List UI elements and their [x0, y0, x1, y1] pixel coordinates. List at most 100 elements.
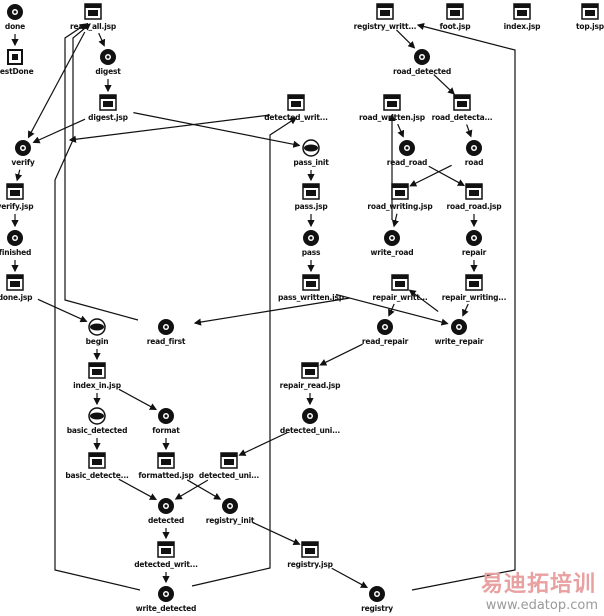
jsp-page-icon[interactable]: [446, 3, 464, 20]
action-icon[interactable]: [100, 49, 116, 65]
node-label: digest: [95, 67, 121, 76]
action-icon[interactable]: [414, 49, 430, 65]
action-icon[interactable]: [158, 319, 174, 335]
node-label: detected_uni...: [198, 471, 260, 480]
begin-state-icon[interactable]: [302, 139, 320, 157]
jsp-page-icon[interactable]: [84, 3, 102, 20]
node-label: pass: [301, 248, 321, 257]
action-icon[interactable]: [303, 230, 319, 246]
action-icon[interactable]: [384, 230, 400, 246]
jsp-page-icon[interactable]: [383, 94, 401, 111]
jsp-page-icon[interactable]: [287, 94, 305, 111]
edge-detected_writ1-to-pass_init: [68, 114, 271, 143]
node-label: detected: [147, 516, 185, 525]
action-icon[interactable]: [7, 230, 23, 246]
edge-road_written-to-read_road: [397, 123, 405, 138]
node-label: testDone: [0, 67, 34, 76]
edge-repair_writt-to-read_repair: [388, 303, 395, 317]
node-label: road: [464, 158, 484, 167]
action-icon[interactable]: [377, 319, 393, 335]
node-label: top.jsp: [576, 22, 604, 31]
action-icon[interactable]: [466, 230, 482, 246]
node-label: registry_init: [205, 516, 255, 525]
watermark-logo: 易迪拓培训: [480, 572, 596, 597]
edge-repair_writing-to-write_repair: [462, 303, 469, 317]
jsp-page-icon[interactable]: [453, 94, 471, 111]
node-label: digest.jsp: [88, 113, 128, 122]
node-label: registry_writt...: [353, 22, 417, 31]
jsp-page-icon[interactable]: [6, 183, 24, 200]
edge-road_detecta-to-road: [465, 124, 473, 138]
action-icon[interactable]: [7, 4, 23, 20]
edge-road_writing-to-write_road: [391, 213, 399, 228]
node-label: pass.jsp: [294, 202, 328, 211]
action-icon[interactable]: [302, 408, 318, 424]
node-label: repair_writt...: [372, 293, 428, 302]
jsp-page-icon[interactable]: [6, 274, 24, 291]
node-label: registry: [361, 604, 393, 613]
node-label: road_written.jsp: [359, 113, 425, 122]
action-icon[interactable]: [158, 586, 174, 602]
node-label: read_repair: [361, 337, 409, 346]
action-icon[interactable]: [158, 498, 174, 514]
jsp-page-icon[interactable]: [302, 274, 320, 291]
edge-registry-to-registry_writt: [411, 23, 516, 591]
node-label: pass_written.jsp: [278, 293, 344, 302]
action-icon[interactable]: [466, 140, 482, 156]
action-icon[interactable]: [222, 498, 238, 514]
action-icon[interactable]: [451, 319, 467, 335]
watermark-url: www.edatop.com: [485, 598, 598, 613]
jsp-page-icon[interactable]: [465, 183, 483, 200]
jsp-page-icon[interactable]: [513, 3, 531, 20]
jsp-page-icon[interactable]: [391, 183, 409, 200]
node-label: basic_detecte...: [65, 471, 129, 480]
jsp-page-icon[interactable]: [391, 274, 409, 291]
node-label: index_in.jsp: [73, 381, 121, 390]
jsp-page-icon[interactable]: [465, 274, 483, 291]
jsp-page-icon[interactable]: [157, 452, 175, 469]
edge-read_first-to-read_all: [64, 23, 139, 321]
node-label: formatted.jsp: [138, 471, 194, 480]
edge-read_repair-to-repair_read: [319, 343, 363, 366]
jsp-page-icon[interactable]: [581, 3, 599, 20]
jsp-page-icon[interactable]: [376, 3, 394, 20]
node-label: pass_init: [293, 158, 329, 167]
jsp-page-icon[interactable]: [301, 362, 319, 379]
jsp-page-icon[interactable]: [301, 541, 319, 558]
end-state-icon[interactable]: [7, 49, 23, 65]
edge-write_detected-to-detected_writ1: [191, 117, 298, 587]
jsp-page-icon[interactable]: [220, 452, 238, 469]
jsp-page-icon[interactable]: [302, 183, 320, 200]
node-label: foot.jsp: [439, 22, 471, 31]
node-label: basic_detected: [66, 426, 128, 435]
node-label: verify.jsp: [0, 202, 34, 211]
node-label: registry.jsp: [287, 560, 333, 569]
jsp-page-icon[interactable]: [99, 94, 117, 111]
edge-read_all-to-digest: [98, 32, 106, 47]
node-label: road_road.jsp: [446, 202, 502, 211]
edge-detected_uni2-to-detected_uni1: [238, 432, 288, 456]
edge-basic_detecte-to-detected: [118, 478, 158, 501]
jsp-page-icon[interactable]: [88, 362, 106, 379]
node-label: done.jsp: [0, 293, 33, 302]
edge-road_detected-to-road_detecta: [433, 74, 455, 95]
jsp-page-icon[interactable]: [157, 541, 175, 558]
edge-registry_writt-to-road_detected: [396, 29, 416, 49]
node-label: finished: [0, 248, 32, 257]
begin-state-icon[interactable]: [88, 318, 106, 336]
action-icon[interactable]: [369, 586, 385, 602]
jsp-page-icon[interactable]: [88, 452, 106, 469]
node-label: detected_writ...: [264, 113, 328, 122]
action-icon[interactable]: [399, 140, 415, 156]
edge-registry_jsp-to-registry: [331, 567, 369, 588]
node-label: detected_writ...: [134, 560, 198, 569]
action-icon[interactable]: [158, 408, 174, 424]
node-label: read_all.jsp: [69, 22, 117, 31]
begin-state-icon[interactable]: [88, 407, 106, 425]
node-label: road_detecta...: [431, 113, 493, 122]
node-label: repair_read.jsp: [279, 381, 341, 390]
action-icon[interactable]: [15, 140, 31, 156]
node-label: done: [4, 22, 26, 31]
edge-formatted-to-registry_init: [186, 479, 222, 500]
edge-digest_jsp-to-verify: [32, 118, 86, 144]
